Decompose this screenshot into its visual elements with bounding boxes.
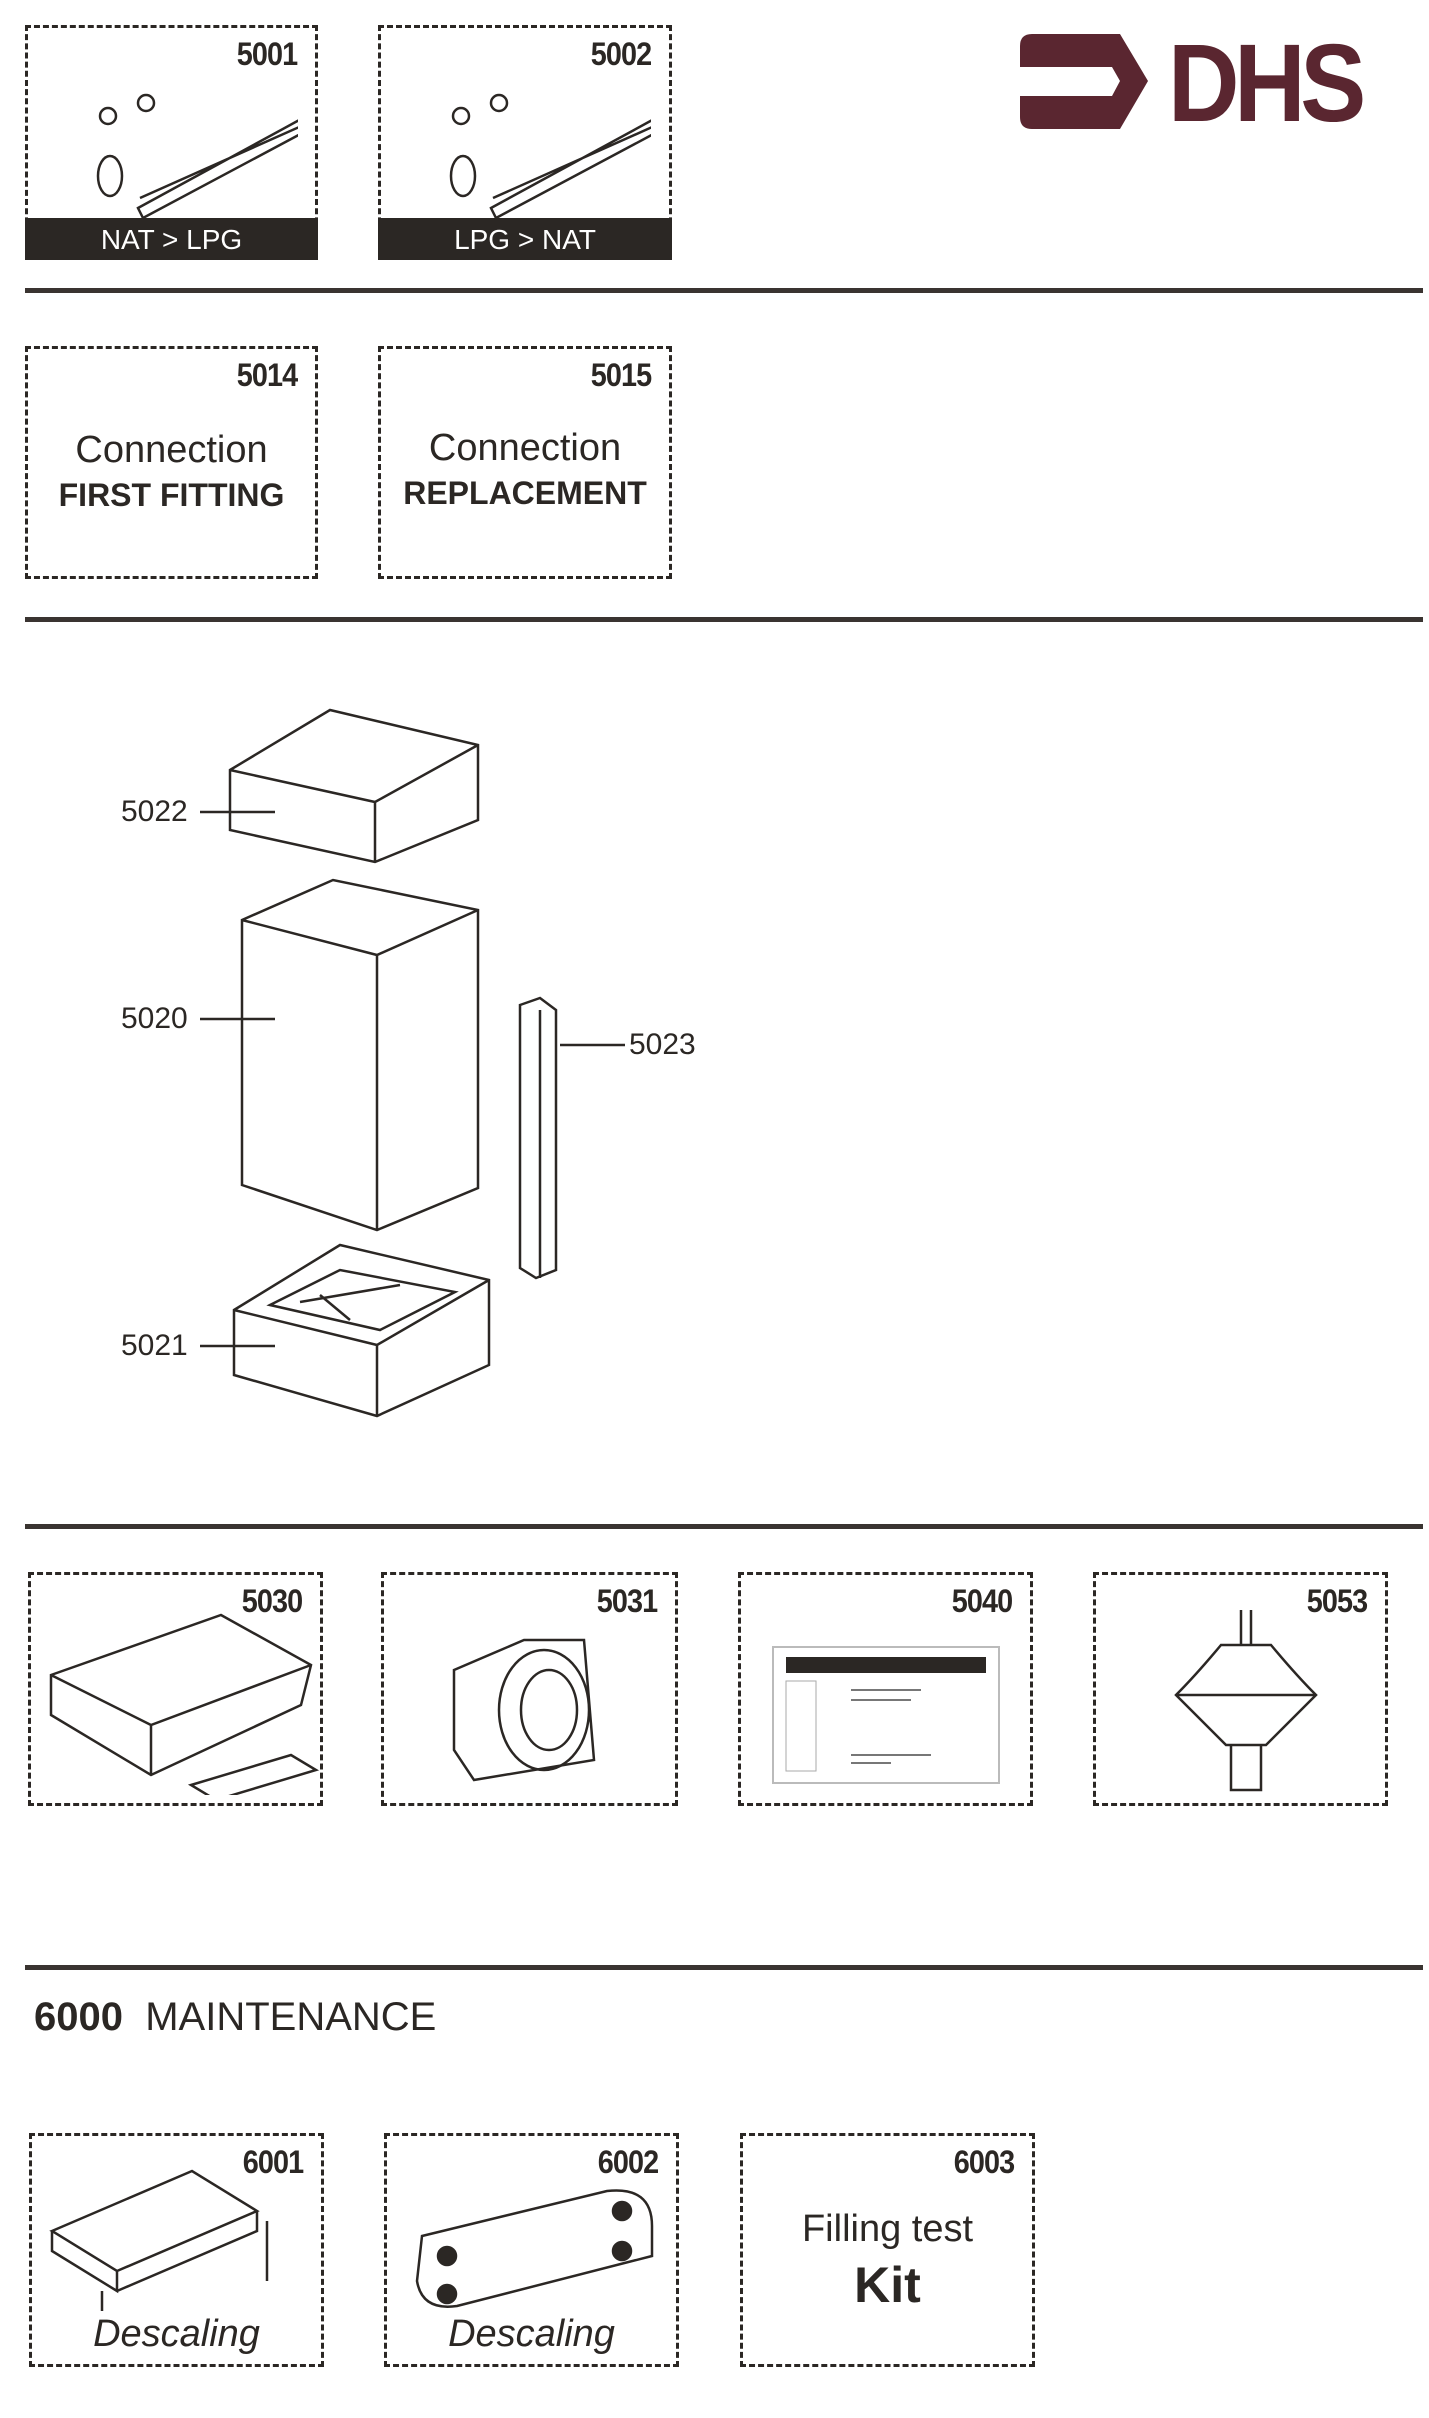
part-number: 5030 [241,1583,303,1619]
divider [25,617,1423,622]
conversion-label: LPG > NAT [378,218,672,260]
dhs-logo: DHS [1020,22,1390,145]
divider [25,1965,1423,1970]
card-title: Connection [428,427,622,469]
kit-card-5002[interactable]: 5002 LPG > NAT [378,25,672,260]
card-title: Connection [75,429,268,471]
kit-card-6002[interactable]: 6002 Descaling [384,2133,679,2367]
kit-card-5053[interactable]: 5053 [1093,1572,1388,1806]
kit-card-5001[interactable]: 5001 NAT > LPG [25,25,318,260]
logo-bracket-icon [1020,34,1148,129]
part-number: 5031 [596,1583,658,1619]
card-subtitle: FIRST FITTING [58,477,285,513]
heat-exchanger-icon [49,2169,269,2311]
casing-exploded-diagram [200,708,625,1418]
conversion-kit-icon [96,93,298,218]
part-number: 5053 [1306,1583,1368,1619]
conversion-label: NAT > LPG [25,218,318,260]
manual-booklet-icon [772,1646,1000,1784]
card-caption: Descaling [93,2313,260,2355]
kit-card-5014[interactable]: 5014 Connection FIRST FITTING [25,346,318,579]
part-number: 5014 [236,357,298,393]
divider [25,1524,1423,1529]
part-number: 6002 [597,2144,659,2180]
section-title: MAINTENANCE [145,1995,437,2039]
label-5022: 5022 [121,795,188,828]
card-subtitle: REPLACEMENT [403,475,647,511]
section-heading: 6000 MAINTENANCE [34,1995,436,2040]
kit-card-5030[interactable]: 5030 [28,1572,323,1806]
part-number: 5002 [590,36,652,72]
label-5020: 5020 [121,1002,188,1035]
label-5021: 5021 [121,1329,188,1362]
part-number: 5001 [236,36,298,72]
card-caption: Descaling [448,2313,615,2355]
section-number: 6000 [34,1995,123,2039]
kit-card-5031[interactable]: 5031 [381,1572,678,1806]
part-number: 5040 [951,1583,1013,1619]
divider [25,288,1423,293]
kit-card-6001[interactable]: 6001 Descaling [29,2133,324,2367]
card-title: Filling test [801,2208,974,2250]
kit-card-5015[interactable]: 5015 Connection REPLACEMENT [378,346,672,579]
part-number: 6003 [953,2144,1015,2180]
timer-clock-icon [452,1638,596,1782]
expansion-vessel-icon [1174,1610,1318,1792]
card-subtitle: Kit [854,2257,921,2313]
logo-text: DHS [1168,22,1366,145]
bracket-icon [49,1613,320,1795]
kit-card-6003[interactable]: 6003 Filling test Kit [740,2133,1035,2367]
part-number: 5015 [590,357,652,393]
part-number: 6001 [242,2144,304,2180]
plate-exchanger-icon [415,2189,654,2308]
label-5023: 5023 [629,1028,696,1061]
kit-card-5040[interactable]: 5040 [738,1572,1033,1806]
conversion-kit-icon [449,93,651,218]
